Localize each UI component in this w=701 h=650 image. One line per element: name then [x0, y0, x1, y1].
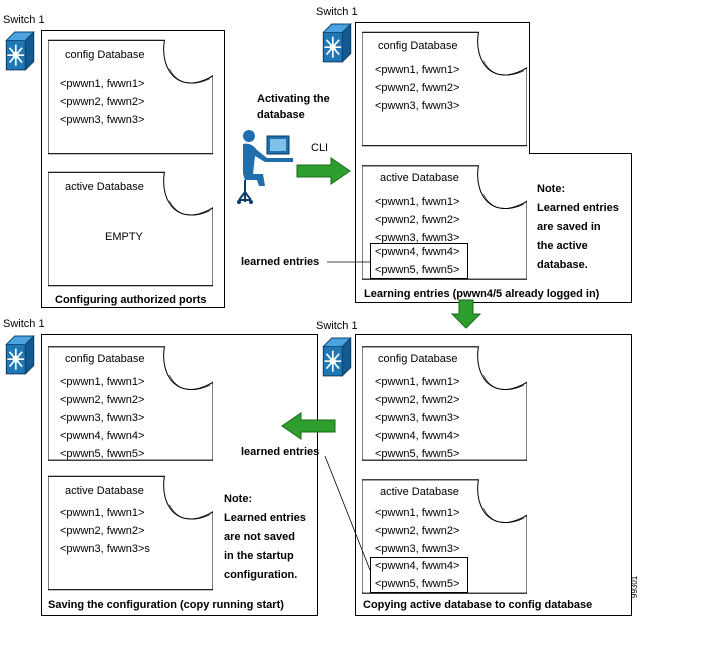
entry: <pwwn1, fwwn1> — [375, 64, 460, 76]
entry: <pwwn1, fwwn1> — [60, 78, 145, 90]
entry: <pwwn2, fwwn2> — [60, 525, 145, 537]
empty-label: EMPTY — [105, 231, 143, 243]
active-entries: <pwwn1, fwwn1> <pwwn2, fwwn2> <pwwn3, fw… — [375, 504, 459, 558]
doc-title-active: active Database — [380, 486, 459, 498]
note-line: configuration. — [224, 569, 298, 581]
entry: <pwwn5, fwwn5> — [375, 264, 460, 276]
entry: <pwwn4, fwwn4> — [375, 430, 460, 442]
doc-title-config: config Database — [65, 353, 145, 365]
entry: <pwwn4, fwwn4> — [375, 246, 460, 258]
note-line: the active — [537, 240, 588, 252]
note-line: are saved in — [537, 221, 601, 233]
entry: <pwwn1, fwwn1> — [60, 507, 145, 519]
doc-title-config: config Database — [65, 49, 145, 61]
learned-entries: <pwwn4, fwwn4> <pwwn5, fwwn5> — [375, 557, 459, 593]
config-entries: <pwwn1, fwwn1> <pwwn2, fwwn2> <pwwn3, fw… — [375, 61, 459, 115]
learned-entries: <pwwn4, fwwn4> <pwwn5, fwwn5> — [375, 243, 459, 279]
entry: <pwwn3, fwwn3> — [375, 232, 460, 244]
doc-title-active: active Database — [380, 172, 459, 184]
activating-line: Activating the — [257, 93, 330, 105]
arrow-down-icon — [450, 299, 482, 329]
note-line: are not saved — [224, 531, 295, 543]
doc-title-active: active Database — [65, 181, 144, 193]
config-entries: <pwwn1, fwwn1> <pwwn2, fwwn2> <pwwn3, fw… — [60, 75, 144, 129]
note-line: Note: — [224, 493, 253, 505]
note-line: database. — [537, 259, 588, 271]
entry: <pwwn2, fwwn2> — [375, 394, 460, 406]
activating-line: database — [257, 109, 305, 121]
entry: <pwwn2, fwwn2> — [60, 96, 145, 108]
config-entries: <pwwn1, fwwn1> <pwwn2, fwwn2> <pwwn3, fw… — [375, 373, 459, 463]
arrow-right-icon — [296, 157, 351, 185]
note: Note: Learned entries are saved in the a… — [537, 180, 619, 275]
note: Note: Learned entries are not saved in t… — [224, 490, 306, 585]
activating-label: Activating the database — [257, 91, 330, 123]
person-at-computer-icon — [237, 130, 293, 204]
entry: <pwwn3, fwwn3> — [375, 412, 460, 424]
entry: <pwwn3, fwwn3> — [60, 412, 145, 424]
entry: <pwwn1, fwwn1> — [375, 376, 460, 388]
learned-entries-box — [370, 557, 468, 593]
entry: <pwwn1, fwwn1> — [375, 196, 460, 208]
switch-label-4: Switch 1 — [316, 320, 358, 332]
doc-title-config: config Database — [378, 353, 458, 365]
entry: <pwwn3, fwwn3> — [375, 543, 460, 555]
switch-label-3: Switch 1 — [3, 318, 45, 330]
entry: <pwwn3, fwwn3> — [60, 114, 145, 126]
figure-number: 99301 — [630, 575, 639, 598]
entry: <pwwn3, fwwn3>s — [60, 543, 150, 555]
entry: <pwwn4, fwwn4> — [60, 430, 145, 442]
note-line: Learned entries — [224, 512, 306, 524]
entry: <pwwn1, fwwn1> — [60, 376, 145, 388]
panel-caption: Learning entries (pwwn4/5 already logged… — [364, 288, 600, 300]
note-line: Learned entries — [537, 202, 619, 214]
learned-entries-box — [370, 243, 468, 279]
learned-entries-label: learned entries — [241, 256, 320, 268]
entry: <pwwn5, fwwn5> — [375, 578, 460, 590]
active-entries: <pwwn1, fwwn1> <pwwn2, fwwn2> <pwwn3, fw… — [60, 504, 150, 558]
switch-label-1: Switch 1 — [3, 14, 45, 26]
panel-caption: Saving the configuration (copy running s… — [48, 599, 284, 611]
note-line: in the startup — [224, 550, 294, 562]
switch-label-2: Switch 1 — [316, 6, 358, 18]
entry: <pwwn2, fwwn2> — [375, 525, 460, 537]
panel-caption: Configuring authorized ports — [55, 294, 207, 306]
panel-caption: Copying active database to config databa… — [363, 599, 593, 611]
entry: <pwwn2, fwwn2> — [375, 214, 460, 226]
entry: <pwwn4, fwwn4> — [375, 560, 460, 572]
doc-title-active: active Database — [65, 485, 144, 497]
entry: <pwwn2, fwwn2> — [60, 394, 145, 406]
entry: <pwwn5, fwwn5> — [375, 448, 460, 460]
entry: <pwwn2, fwwn2> — [375, 82, 460, 94]
learned-entries-label: learned entries — [241, 446, 320, 458]
active-entries: <pwwn1, fwwn1> <pwwn2, fwwn2> <pwwn3, fw… — [375, 193, 459, 247]
entry: <pwwn1, fwwn1> — [375, 507, 460, 519]
cli-label: CLI — [311, 142, 329, 154]
arrow-left-icon — [281, 412, 336, 440]
doc-title-config: config Database — [378, 40, 458, 52]
note-line: Note: — [537, 183, 566, 195]
entry: <pwwn3, fwwn3> — [375, 100, 460, 112]
entry: <pwwn5, fwwn5> — [60, 448, 145, 460]
config-entries: <pwwn1, fwwn1> <pwwn2, fwwn2> <pwwn3, fw… — [60, 373, 144, 463]
